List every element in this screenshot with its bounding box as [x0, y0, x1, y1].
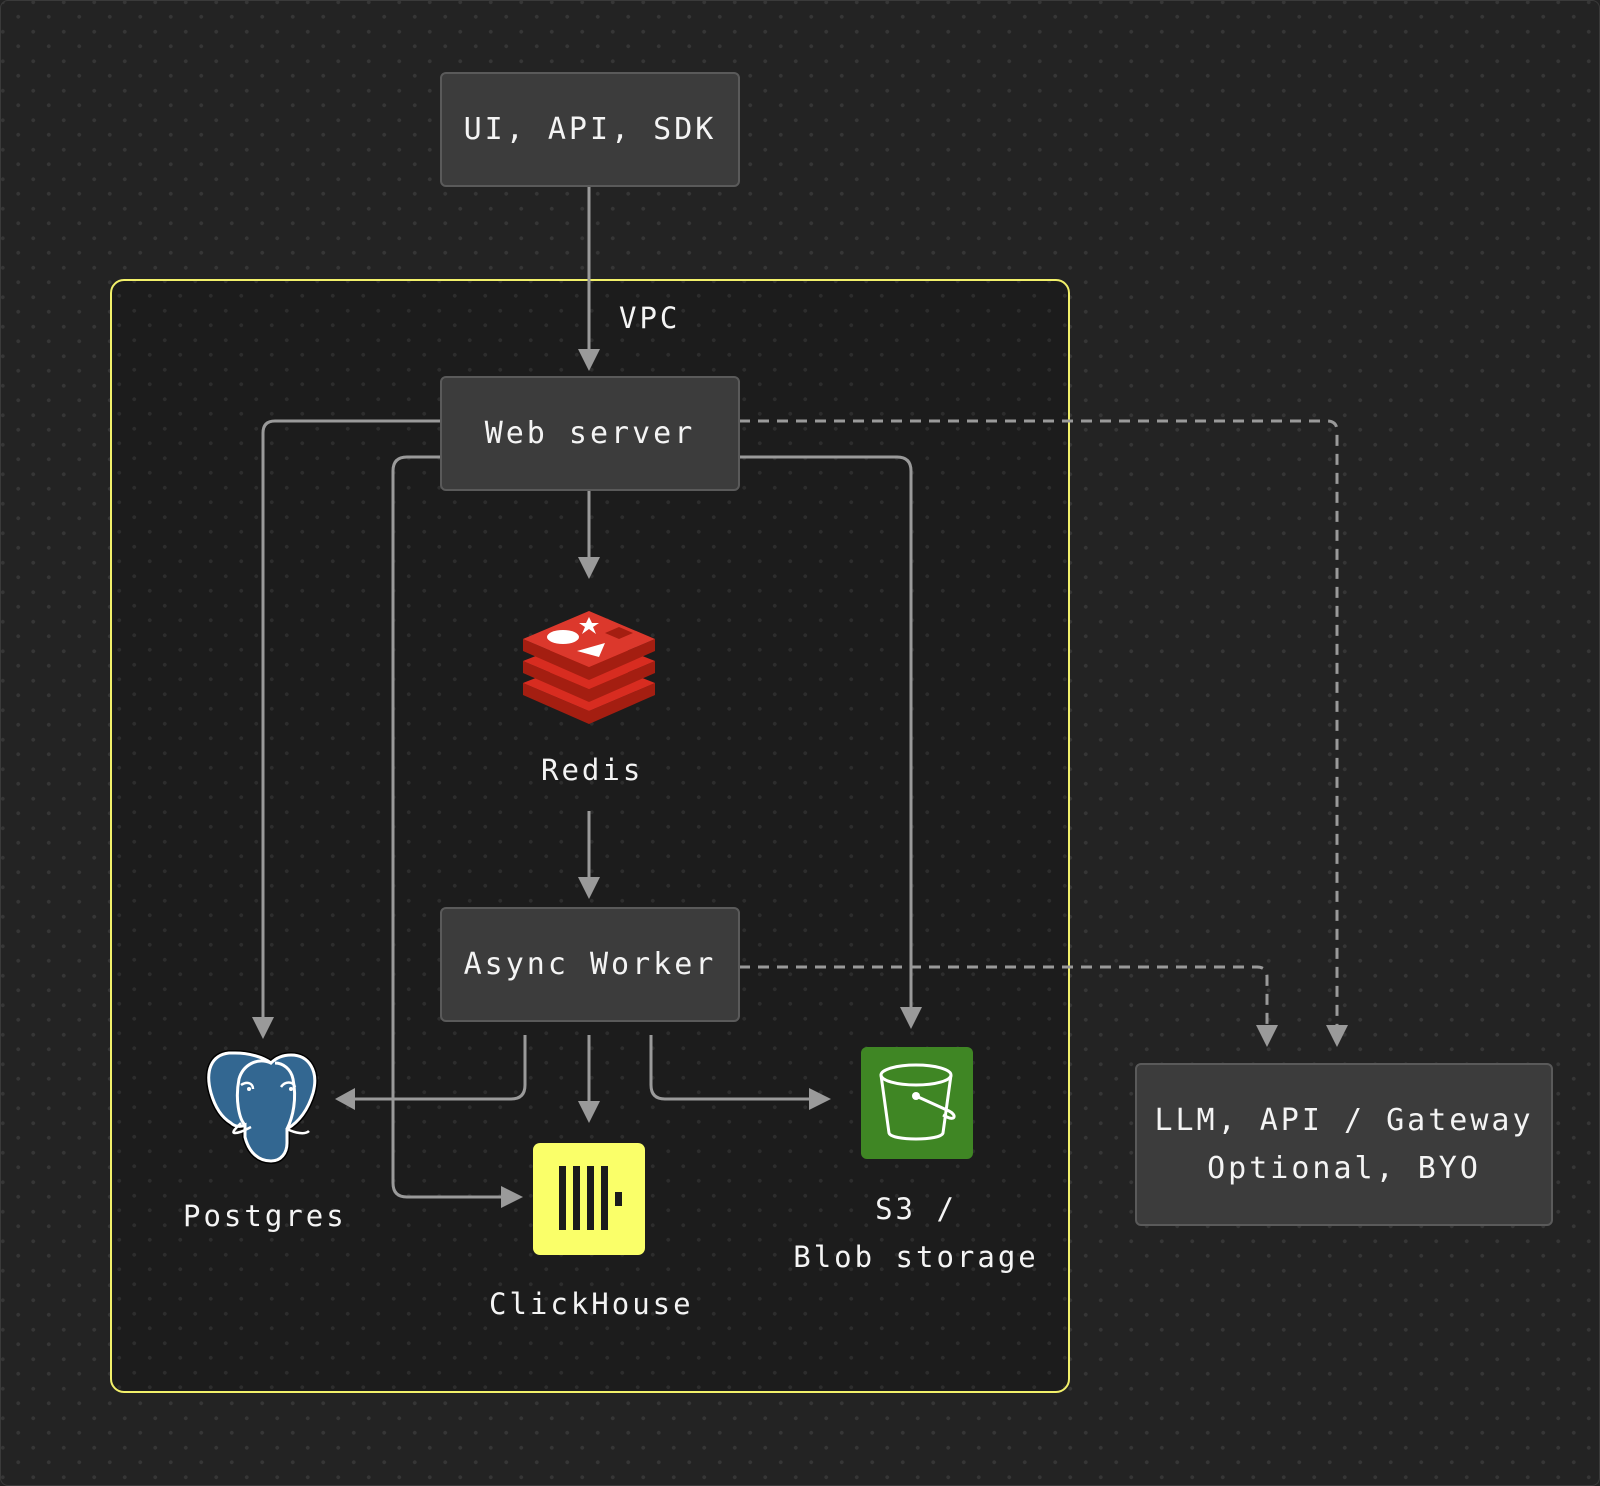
vpc-label: VPC — [619, 301, 681, 335]
redis-icon — [523, 611, 655, 724]
blob-label-line1: S3 / — [875, 1192, 957, 1226]
async-worker-node[interactable]: Async Worker — [440, 907, 740, 1022]
async-worker-label: Async Worker — [463, 947, 717, 982]
arrowhead — [1326, 1025, 1348, 1047]
clickhouse-bars-glyph — [559, 1166, 622, 1230]
client-node[interactable]: UI, API, SDK — [440, 72, 740, 187]
llm-label-line1: LLM, API / Gateway — [1154, 1102, 1534, 1138]
client-label: UI, API, SDK — [463, 112, 717, 147]
llm-label-line2: Optional, BYO — [1207, 1150, 1481, 1186]
bucket-glyph — [879, 1063, 956, 1141]
web-server-node[interactable]: Web server — [440, 376, 740, 491]
llm-gateway-node[interactable]: LLM, API / Gateway Optional, BYO — [1135, 1063, 1553, 1226]
blob-label: S3 / Blob storage — [791, 1185, 1041, 1281]
redis-label: Redis — [541, 753, 644, 787]
web-server-label: Web server — [484, 416, 696, 451]
s3-bucket-icon — [861, 1047, 973, 1159]
arrowhead — [1256, 1025, 1278, 1047]
clickhouse-icon — [533, 1143, 645, 1255]
postgres-label: Postgres — [183, 1199, 347, 1233]
postgres-elephant-icon — [205, 1050, 318, 1165]
blob-label-line2: Blob storage — [793, 1240, 1039, 1274]
clickhouse-label: ClickHouse — [489, 1287, 694, 1321]
